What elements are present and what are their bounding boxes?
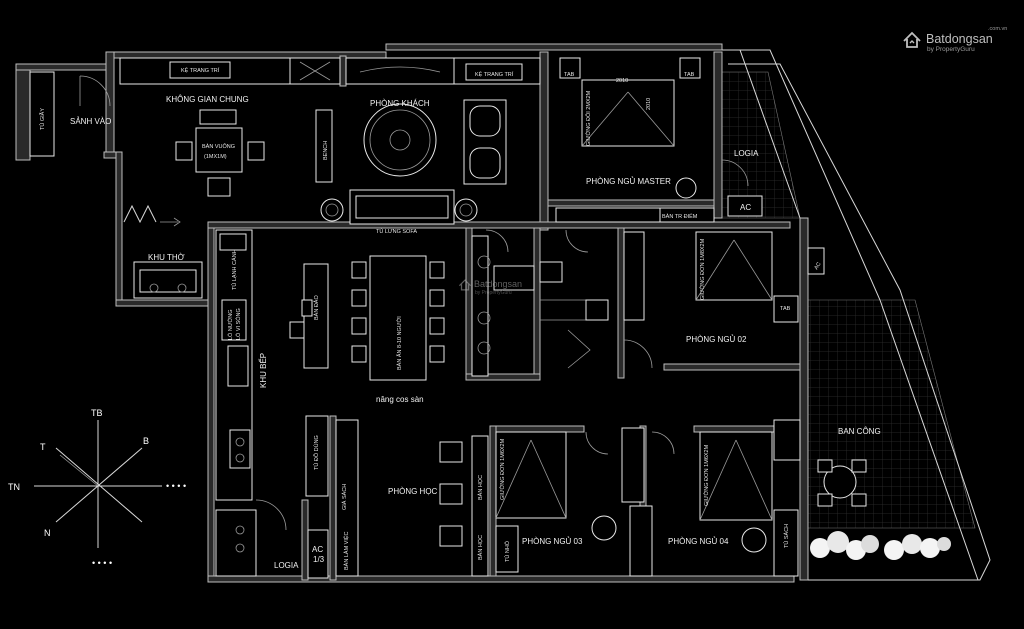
- master-bedroom-furniture: [555, 57, 763, 223]
- label-ban-hoc-1: BÀN HỌC: [477, 475, 484, 500]
- label-lo-nuong: LÒ NƯỚNG: [227, 310, 234, 341]
- bedroom-02-furniture: [623, 231, 825, 369]
- label-tab-3: TAB: [780, 306, 791, 312]
- compass-t: T: [40, 442, 46, 452]
- label-phong-khach: PHÒNG KHÁCH: [370, 99, 430, 108]
- label-dim-2010-a: 2010: [616, 78, 628, 84]
- compass-dots-1: • • • •: [166, 481, 186, 491]
- label-phong-ngu-02: PHÒNG NGỦ 02: [686, 335, 747, 344]
- label-logia-1: LOGIA: [734, 149, 759, 158]
- compass-b: B: [143, 436, 149, 446]
- label-ban-an: BÀN ĂN 8-10 NGƯỜI: [396, 316, 403, 370]
- watermark-sub: by PropertyGuru: [475, 290, 512, 296]
- label-ac-1: AC: [740, 203, 751, 212]
- brand-name: Batdongsan: [926, 32, 993, 46]
- label-bench: BENCH: [323, 141, 329, 160]
- label-logia-2: LOGIA: [274, 561, 299, 570]
- label-khu-tho: KHU THỜ: [148, 253, 185, 262]
- label-tu-giay: TỦ GIẦY: [39, 108, 46, 130]
- label-ban-lam-viec: BÀN LÀM VIỆC: [342, 531, 350, 570]
- label-ke-trang-tri-2: KỆ TRANG TRÍ: [475, 70, 514, 78]
- brand-domain: .com.vn: [988, 26, 1008, 32]
- label-ke-trang-tri-1: KỆ TRANG TRÍ: [181, 66, 220, 74]
- label-ban-hoc-2: BÀN HỌC: [477, 535, 484, 560]
- label-tab-2: TAB: [684, 72, 695, 78]
- balcony-furniture: [817, 459, 867, 507]
- entrance: [29, 71, 181, 227]
- brand-sub: by PropertyGuru: [927, 46, 975, 53]
- room-labels: SẢNH VÀO TỦ GIẦY KHÔNG GIAN CHUNG BÀN VU…: [39, 66, 881, 570]
- label-ban-cong: BAN CÔNG: [838, 427, 881, 436]
- label-ac-3: AC: [312, 545, 323, 554]
- living-room-furniture: [315, 99, 507, 225]
- label-ban-tr-diem: BÀN TR ĐIỂM: [662, 213, 698, 220]
- compass-tn: TN: [8, 482, 20, 492]
- label-phong-ngu-04: PHÒNG NGỦ 04: [668, 537, 729, 546]
- label-tu-lanh-canh: TỦ LẠNH CÁNH: [231, 249, 238, 290]
- label-ban-vuong-size: (1MX1M): [204, 154, 227, 160]
- inner-walls: [301, 55, 801, 581]
- dining-table: [351, 255, 445, 381]
- label-ban-dao: BÀN ĐẢO: [313, 295, 320, 320]
- label-sanh-vao: SẢNH VÀO: [70, 117, 111, 126]
- compass-n: N: [44, 528, 51, 538]
- compass-dots-2: • • • •: [92, 558, 112, 568]
- top-cabinets: [119, 57, 541, 85]
- square-table: [175, 109, 265, 197]
- label-phong-ngu-master: PHÒNG NGỦ MASTER: [586, 177, 671, 186]
- label-nang-cos-san: nâng cos sàn: [376, 395, 424, 404]
- label-bed-03: GIƯỜNG ĐƠN 1M6X2M: [499, 438, 506, 500]
- label-lo-vi-song: LÒ VI SÓNG: [235, 308, 242, 340]
- label-phong-hoc: PHÒNG HỌC: [388, 487, 438, 496]
- label-tu-lung-sofa: TỦ LƯNG SOFA: [376, 228, 417, 235]
- watermark-house-icon: [458, 279, 472, 291]
- bedroom-04-furniture: [651, 419, 801, 577]
- label-bed-02: GIƯỜNG ĐƠN 1M8X2M: [699, 238, 706, 300]
- altar-furniture: [133, 261, 203, 299]
- label-phong-ngu-03: PHÒNG NGỦ 03: [522, 537, 583, 546]
- compass-rose-icon: [34, 420, 162, 548]
- watermark: Batdongsan by PropertyGuru: [458, 277, 568, 307]
- label-gia-sach: GIÁ SÁCH: [341, 484, 348, 510]
- bathroom-furniture: [471, 229, 609, 377]
- label-khu-bep: KHU BẾP: [258, 353, 268, 388]
- compass-labels: TB T B TN N • • • • • • • •: [8, 408, 186, 568]
- label-tu-sach: TỦ SÁCH: [783, 524, 790, 548]
- house-logo-icon: [903, 31, 921, 48]
- label-tab-1: TAB: [564, 72, 575, 78]
- plant-icon: [810, 531, 951, 560]
- label-bed-04: GIƯỜNG ĐƠN 1M6X2M: [703, 444, 710, 506]
- label-dim-2010-b: 2010: [646, 98, 652, 110]
- compass-tb: TB: [91, 408, 103, 418]
- label-ac-2: AC: [814, 261, 823, 271]
- kitchen-furniture: [215, 229, 329, 579]
- bedroom-03-furniture: [495, 427, 653, 577]
- label-ac-3b: 1/3: [313, 555, 325, 564]
- label-ban-vuong: BÀN VUÔNG: [202, 143, 235, 150]
- label-bed-master: GIƯỜNG ĐÔI 2MX2M: [585, 90, 592, 146]
- label-tu-do-dung: TỦ ĐỒ DÙNG: [313, 435, 320, 470]
- watermark-name: Batdongsan: [474, 279, 523, 289]
- label-tu-nho: TỦ NHỎ: [504, 540, 511, 562]
- study-furniture: [305, 415, 489, 577]
- label-khong-gian-chung: KHÔNG GIAN CHUNG: [166, 95, 249, 104]
- brand-logo: .com.vn Batdongsan by PropertyGuru: [902, 26, 1014, 56]
